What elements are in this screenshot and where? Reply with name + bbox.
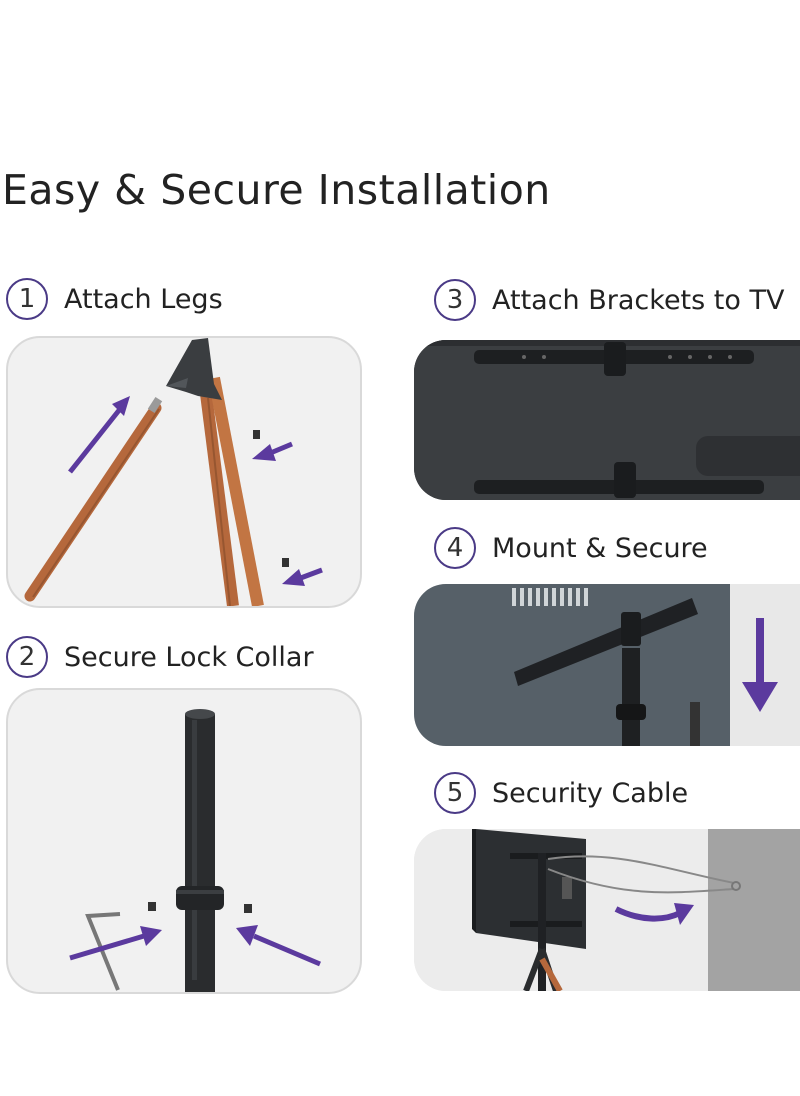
purple-arrow-right bbox=[69, 933, 145, 961]
mount-secure-illustration bbox=[414, 584, 800, 746]
wall bbox=[708, 829, 800, 991]
purple-arrow-right bbox=[614, 906, 682, 922]
pole bbox=[538, 853, 546, 991]
step-5-label: Security Cable bbox=[492, 777, 689, 809]
step-4-label: Mount & Secure bbox=[492, 532, 708, 564]
hex-key bbox=[85, 912, 121, 991]
step-5-number: 5 bbox=[434, 772, 476, 814]
step-2-label: Secure Lock Collar bbox=[64, 641, 314, 673]
screw bbox=[148, 902, 156, 911]
purple-arrow-left bbox=[253, 933, 321, 967]
tv-vent bbox=[512, 588, 588, 606]
lock-collar-illustration bbox=[6, 688, 362, 994]
security-cable bbox=[547, 855, 735, 884]
purple-arrow-up bbox=[68, 402, 126, 474]
step-5-heading: 5 Security Cable bbox=[434, 772, 688, 814]
step-1-number: 1 bbox=[6, 278, 48, 320]
wooden-leg-front bbox=[208, 376, 264, 606]
step-1-label: Attach Legs bbox=[64, 283, 223, 315]
wooden-leg bbox=[24, 402, 162, 602]
step-4-number: 4 bbox=[434, 527, 476, 569]
step-4-heading: 4 Mount & Secure bbox=[434, 527, 708, 569]
screw bbox=[253, 430, 260, 439]
step-3-heading: 3 Attach Brackets to TV bbox=[434, 279, 784, 321]
step-1-heading: 1 Attach Legs bbox=[6, 278, 223, 320]
security-cable-illustration bbox=[414, 829, 800, 991]
bracket bbox=[514, 598, 698, 686]
pole bbox=[185, 712, 215, 992]
leg-connector bbox=[166, 338, 222, 400]
page-title: Easy & Secure Installation bbox=[2, 166, 551, 214]
step-3-number: 3 bbox=[434, 279, 476, 321]
screw bbox=[244, 904, 252, 913]
attach-legs-illustration bbox=[6, 336, 362, 608]
screw bbox=[282, 558, 289, 567]
pole bbox=[622, 648, 640, 746]
step-3-label: Attach Brackets to TV bbox=[492, 284, 785, 316]
tv-recess bbox=[696, 436, 800, 476]
step-2-heading: 2 Secure Lock Collar bbox=[6, 636, 314, 678]
step-2-number: 2 bbox=[6, 636, 48, 678]
lock-collar bbox=[176, 886, 224, 910]
attach-brackets-illustration bbox=[414, 340, 800, 500]
